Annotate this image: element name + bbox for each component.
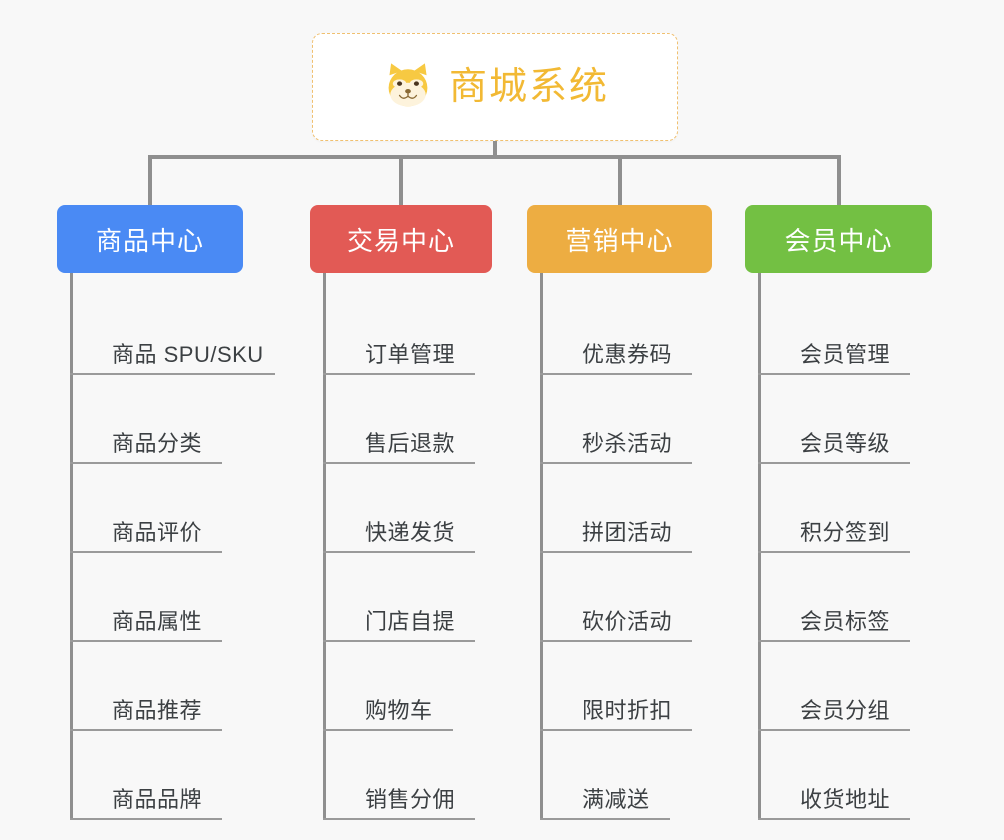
leaf-node[interactable]: 满减送 xyxy=(540,731,670,820)
leaf-label: 商品推荐 xyxy=(112,697,203,723)
leaf-underline xyxy=(758,462,910,464)
leaf-underline xyxy=(758,373,910,375)
leaf-node[interactable]: 会员管理 xyxy=(758,286,910,375)
category-node-product-center[interactable]: 商品中心 xyxy=(57,205,243,273)
leaf-label: 会员管理 xyxy=(800,341,891,367)
leaf-underline xyxy=(323,462,475,464)
leaf-label: 购物车 xyxy=(365,697,433,723)
leaf-underline xyxy=(70,462,222,464)
column-spine xyxy=(540,273,543,820)
leaf-label: 拼团活动 xyxy=(582,519,673,545)
shiba-dog-icon xyxy=(388,63,428,107)
leaf-node[interactable]: 商品属性 xyxy=(70,553,222,642)
leaf-underline xyxy=(758,551,910,553)
connector-root-stem xyxy=(493,141,497,159)
leaf-label: 满减送 xyxy=(582,786,650,812)
leaf-label: 售后退款 xyxy=(365,430,456,456)
leaf-label: 会员标签 xyxy=(800,608,891,634)
leaf-label: 商品评价 xyxy=(112,519,203,545)
leaf-label: 会员分组 xyxy=(800,697,891,723)
root-title: 商城系统 xyxy=(448,66,609,108)
leaf-label: 收货地址 xyxy=(800,786,891,812)
leaf-node[interactable]: 售后退款 xyxy=(323,375,475,464)
leaf-label: 门店自提 xyxy=(365,608,456,634)
connector-drop-marketing-center xyxy=(617,155,622,205)
category-node-member-center[interactable]: 会员中心 xyxy=(745,205,932,273)
column-spine xyxy=(70,273,73,820)
leaf-underline xyxy=(758,640,910,642)
leaf-node[interactable]: 商品推荐 xyxy=(70,642,222,731)
leaf-node[interactable]: 门店自提 xyxy=(323,553,475,642)
leaf-label: 秒杀活动 xyxy=(582,430,673,456)
leaf-node[interactable]: 商品品牌 xyxy=(70,731,222,820)
leaf-node[interactable]: 收货地址 xyxy=(758,731,910,820)
leaf-node[interactable]: 购物车 xyxy=(323,642,453,731)
leaf-label: 优惠券码 xyxy=(582,341,673,367)
leaf-label: 销售分佣 xyxy=(365,786,456,812)
leaf-underline xyxy=(540,373,692,375)
category-node-trade-center[interactable]: 交易中心 xyxy=(310,205,492,273)
connector-drop-member-center xyxy=(836,155,841,205)
leaf-underline xyxy=(540,462,692,464)
root-node-shop-system[interactable]: 商城系统 xyxy=(312,33,678,141)
leaf-underline xyxy=(323,373,475,375)
leaf-label: 快递发货 xyxy=(365,519,456,545)
leaf-underline xyxy=(540,551,692,553)
leaf-underline xyxy=(323,551,475,553)
leaf-label: 商品分类 xyxy=(112,430,203,456)
leaf-node[interactable]: 会员等级 xyxy=(758,375,910,464)
column-spine xyxy=(323,273,326,820)
leaf-node[interactable]: 商品评价 xyxy=(70,464,222,553)
leaf-underline xyxy=(70,640,222,642)
leaf-node[interactable]: 订单管理 xyxy=(323,286,475,375)
leaf-node[interactable]: 积分签到 xyxy=(758,464,910,553)
leaf-underline xyxy=(540,818,670,820)
leaf-node[interactable]: 快递发货 xyxy=(323,464,475,553)
leaf-node[interactable]: 商品分类 xyxy=(70,375,222,464)
leaf-underline xyxy=(540,640,692,642)
leaf-node[interactable]: 砍价活动 xyxy=(540,553,692,642)
leaf-label: 商品属性 xyxy=(112,608,203,634)
leaf-node[interactable]: 限时折扣 xyxy=(540,642,692,731)
leaf-node[interactable]: 会员分组 xyxy=(758,642,910,731)
leaf-underline xyxy=(758,818,910,820)
connector-bus xyxy=(148,155,841,159)
leaf-underline xyxy=(323,818,475,820)
leaf-underline xyxy=(70,373,275,375)
leaf-underline xyxy=(70,818,222,820)
leaf-label: 砍价活动 xyxy=(582,608,673,634)
leaf-label: 限时折扣 xyxy=(582,697,673,723)
category-label: 会员中心 xyxy=(784,225,893,256)
leaf-node[interactable]: 优惠券码 xyxy=(540,286,692,375)
leaf-label: 积分签到 xyxy=(800,519,891,545)
connector-drop-trade-center xyxy=(399,155,403,205)
category-label: 营销中心 xyxy=(565,225,674,256)
leaf-node[interactable]: 销售分佣 xyxy=(323,731,475,820)
leaf-node[interactable]: 秒杀活动 xyxy=(540,375,692,464)
leaf-underline xyxy=(540,729,692,731)
leaf-label: 订单管理 xyxy=(365,341,456,367)
leaf-underline xyxy=(758,729,910,731)
category-label: 交易中心 xyxy=(346,225,455,256)
leaf-underline xyxy=(70,551,222,553)
leaf-node[interactable]: 会员标签 xyxy=(758,553,910,642)
leaf-underline xyxy=(70,729,222,731)
leaf-node[interactable]: 商品 SPU/SKU xyxy=(70,286,275,375)
connector-drop-product-center xyxy=(148,155,152,205)
category-label: 商品中心 xyxy=(95,225,204,256)
leaf-label: 商品 SPU/SKU xyxy=(112,341,264,367)
column-spine xyxy=(758,273,761,820)
leaf-label: 会员等级 xyxy=(800,430,891,456)
leaf-underline xyxy=(323,640,475,642)
leaf-label: 商品品牌 xyxy=(112,786,203,812)
leaf-underline xyxy=(323,729,453,731)
leaf-node[interactable]: 拼团活动 xyxy=(540,464,692,553)
category-node-marketing-center[interactable]: 营销中心 xyxy=(527,205,712,273)
